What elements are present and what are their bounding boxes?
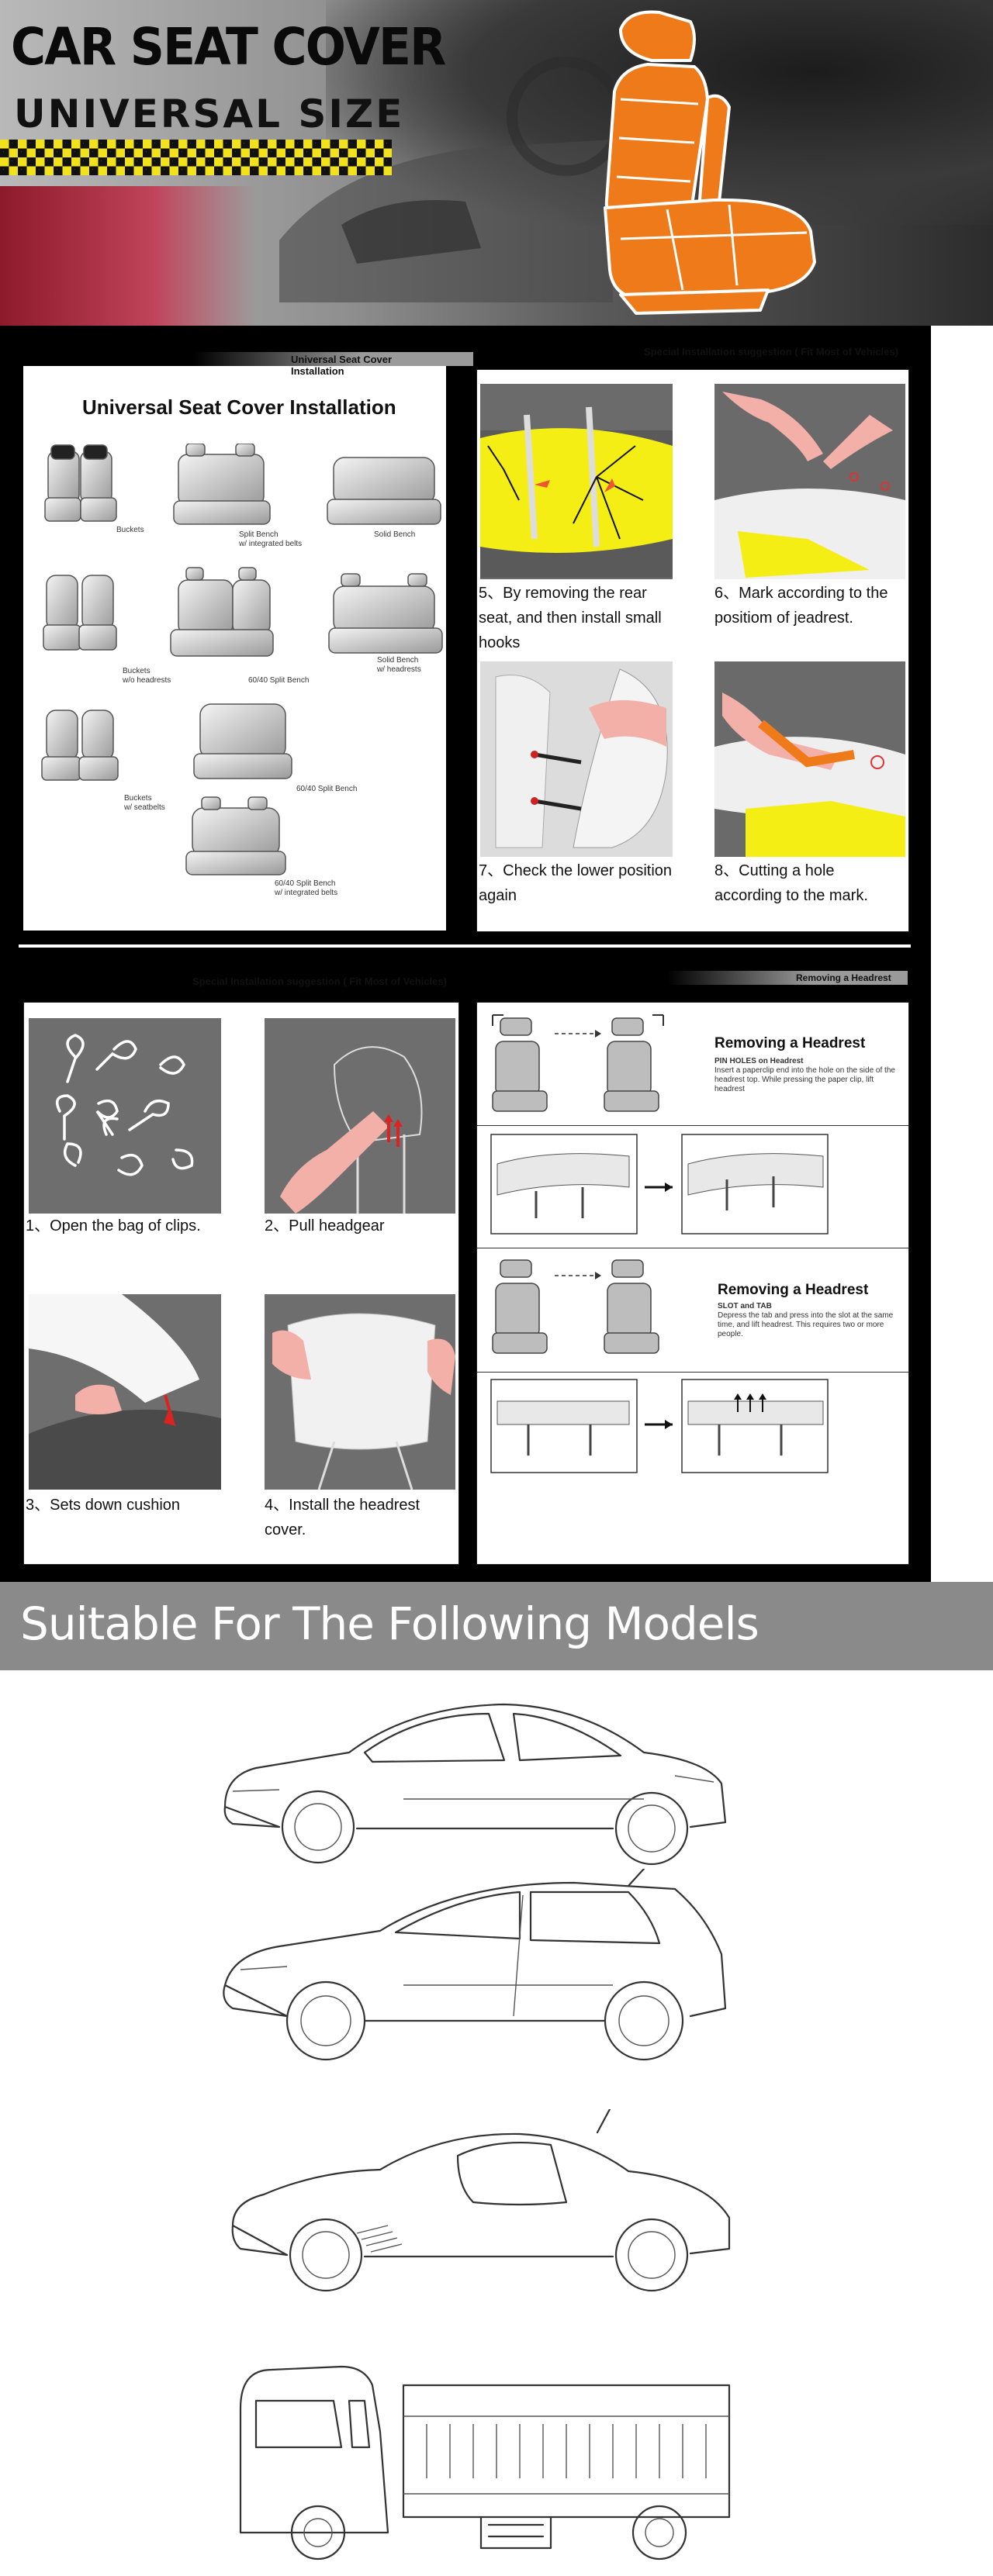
models-heading-band: Suitable For The Following Models [0, 1582, 993, 1670]
seat-type-label: Buckets [116, 526, 144, 534]
headrest-tab-illustration [490, 1379, 829, 1473]
sports-car-icon [231, 2109, 731, 2292]
installation-guide: Universal Seat Cover Installation Univer… [0, 326, 931, 1582]
headrest-subtitle-2: SLOT and TAB [718, 1302, 772, 1310]
step-2-image [265, 1018, 455, 1214]
universal-header-tag: Universal Seat Cover Installation [291, 354, 393, 377]
special-panel-bottom: 1、Open the bag of clips. 2、Pull headgear… [23, 1002, 459, 1565]
headrest-pin-illustration [492, 1014, 664, 1112]
divider [477, 1125, 908, 1126]
models-heading: Suitable For The Following Models [20, 1597, 759, 1650]
dump-truck-icon [239, 2365, 731, 2560]
step-1-image [29, 1018, 221, 1214]
banner-title: CAR SEAT COVER [11, 17, 446, 77]
seat-type-label: 60/40 Split Bench w/ integrated belts [275, 879, 338, 897]
seat-type-label: 60/40 Split Bench [296, 785, 358, 793]
step-7-image [480, 661, 673, 857]
header-bar [667, 971, 908, 985]
step-4-caption: 4、Install the headrest cover. [265, 1497, 420, 1538]
checker-stripe [0, 140, 392, 175]
headrest-subtitle-1: PIN HOLES on Headrest [714, 1057, 804, 1065]
step-5-caption: 5、By removing the rear seat, and then in… [479, 585, 662, 651]
hatchback-icon [223, 1869, 727, 2061]
seat-type-label: Buckets w/o headrests [123, 667, 171, 685]
step-3-caption: 3、Sets down cushion [26, 1497, 181, 1514]
coupe-icon [223, 1703, 727, 1866]
header-bar [194, 352, 473, 366]
step-3-image [29, 1294, 221, 1490]
step-5-image [480, 384, 673, 579]
step-8-image [714, 661, 905, 857]
step-4-image [265, 1294, 455, 1490]
universal-title: Universal Seat Cover Installation [82, 395, 396, 419]
headrest-title-2: Removing a Headrest [718, 1282, 869, 1298]
divider [19, 944, 911, 948]
divider [477, 1372, 908, 1373]
headrest-text-1: Insert a paperclip end into the hole on … [714, 1066, 895, 1093]
special-panel-top: 5、By removing the rear seat, and then in… [476, 369, 909, 932]
clips-icon [55, 1034, 194, 1176]
orange-seat-icon [604, 10, 816, 315]
headrest-lift-illustration [490, 1134, 829, 1234]
step-2-caption: 2、Pull headgear [265, 1217, 385, 1234]
universal-panel: Universal Seat Cover Installation Univer… [23, 352, 473, 931]
seat-type-label: 60/40 Split Bench [248, 676, 310, 685]
seat-type-label: Solid Bench w/ headrests [377, 656, 421, 674]
step-8-caption: 8、Cutting a hole according to the mark. [714, 862, 868, 904]
seat-type-label: Solid Bench [374, 530, 416, 539]
headrest-slot-illustration [492, 1259, 659, 1354]
step-1-caption: 1、Open the bag of clips. [26, 1217, 201, 1234]
seat-type-label: Buckets w/ seatbelts [124, 794, 165, 812]
special-header-bottom: Special Installation suggestion ( Fit Mo… [192, 975, 447, 987]
seat-type-label: Split Bench w/ integrated belts [239, 530, 303, 548]
special-header-top: Special Installation suggestion ( Fit Mo… [644, 346, 898, 357]
hero-banner: CAR SEAT COVER UNIVERSAL SIZE [0, 0, 993, 326]
interior-console-illustration [279, 57, 613, 302]
seat-types-illustration [41, 444, 443, 875]
step-6-caption: 6、Mark according to the positiom of jead… [714, 585, 888, 627]
interior-red-seat [0, 186, 256, 326]
headrest-panel: Removing a Headrest PIN HOLES on Headres… [476, 1002, 909, 1565]
headrest-header-tag: Removing a Headrest [796, 972, 891, 983]
headrest-text-2: Depress the tab and press into the slot … [718, 1311, 894, 1338]
headrest-title-1: Removing a Headrest [714, 1035, 866, 1051]
step-7-caption: 7、Check the lower position again [479, 862, 673, 904]
banner-subtitle: UNIVERSAL SIZE [14, 92, 405, 136]
step-6-image [714, 384, 905, 579]
